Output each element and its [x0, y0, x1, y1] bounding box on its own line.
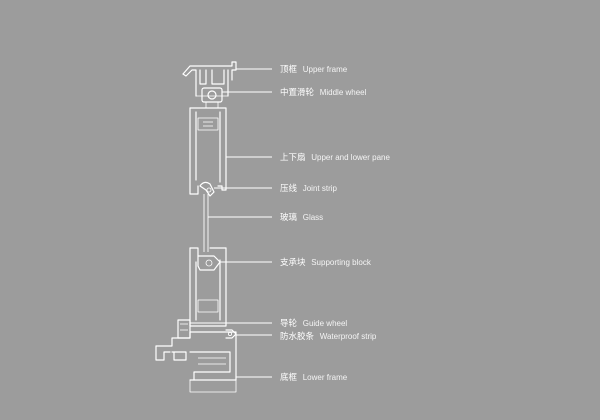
- waterproof-strip-profile: [225, 329, 237, 339]
- label-lower-frame: 底框 Lower frame: [280, 372, 348, 383]
- joint-strip-profile: [199, 181, 215, 197]
- label-supporting-block: 支承块 Supporting block: [280, 257, 372, 268]
- label-upper-lower-pane: 上下扇 Upper and lower pane: [280, 152, 390, 163]
- label-guide-wheel: 导轮 Guide wheel: [280, 318, 347, 329]
- label-upper-frame: 顶框 Upper frame: [280, 64, 348, 75]
- callout-labels: 顶框 Upper frame 中置滑轮 Middle wheel 上下扇 Upp…: [280, 64, 390, 383]
- lower-pane-profile: [189, 247, 227, 327]
- label-middle-wheel: 中置滑轮 Middle wheel: [280, 87, 367, 98]
- supporting-block-profile: [197, 255, 221, 271]
- middle-wheel-profile: [201, 87, 223, 108]
- lower-frame-profile: [155, 331, 237, 393]
- upper-pane-profile: [189, 107, 227, 195]
- leader-lines: [190, 68, 272, 378]
- glass-pane: [203, 194, 209, 252]
- guide-wheel-profile: [177, 319, 191, 339]
- label-glass: 玻璃 Glass: [280, 212, 323, 223]
- label-joint-strip: 压线 Joint strip: [280, 183, 338, 194]
- upper-frame-profile: [182, 61, 237, 97]
- label-waterproof-strip: 防水胶条 Waterproof strip: [280, 331, 377, 342]
